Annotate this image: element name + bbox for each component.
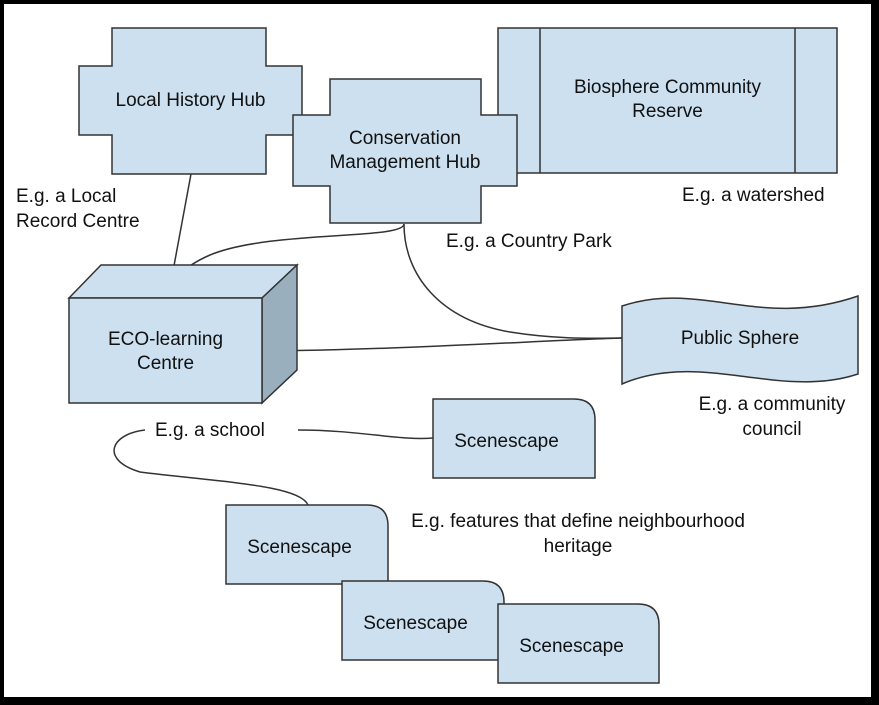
local-history-hub-text: Local History Hub — [115, 90, 266, 111]
scenescape-4-shape[interactable] — [497, 603, 660, 684]
scenescape-1-text: Scenescape — [454, 430, 559, 452]
conservation-hub-label: Conservation Management Hub — [293, 79, 517, 223]
connector-conservation-public — [403, 223, 623, 339]
scenescape-4-text: Scenescape — [519, 635, 624, 657]
public-sphere-shape[interactable] — [621, 294, 859, 386]
connectors — [113, 173, 623, 506]
biosphere-reserve-shape[interactable] — [497, 27, 838, 174]
heritage-annotation: E.g. features that define neighbourhood … — [388, 509, 768, 559]
eco-centre-label: ECO-learning Centre — [69, 300, 262, 403]
eco-centre-text-line1: ECO-learning — [107, 328, 224, 350]
connector-eco-public — [261, 337, 623, 352]
local-history-hub-label: Local History Hub — [79, 28, 302, 174]
scenescape-1-shape[interactable] — [432, 398, 596, 479]
scenescape-2-shape[interactable] — [225, 504, 389, 585]
biosphere-text-line1: Biosphere Community — [574, 77, 761, 98]
connector-school-scenescape-2 — [113, 429, 309, 506]
biosphere-reserve-label: Biosphere Community Reserve — [540, 40, 795, 160]
watershed-annotation: E.g. a watershed — [682, 185, 825, 206]
public-sphere-label: Public Sphere — [622, 310, 858, 368]
school-annotation: E.g. a school — [155, 420, 265, 441]
conservation-hub-shape[interactable] — [292, 78, 518, 224]
heritage-line2: heritage — [543, 536, 613, 557]
eco-centre-top-face — [67, 264, 299, 299]
scenescape-2-text: Scenescape — [247, 536, 352, 558]
conservation-text-line1: Conservation — [349, 128, 461, 149]
heritage-line1: E.g. features that define neighbourhood — [411, 511, 745, 532]
community-council-line1: E.g. a community — [698, 394, 846, 415]
scenescape-2-label: Scenescape — [226, 511, 373, 584]
scenescape-1-label: Scenescape — [433, 405, 580, 478]
scenescape-4-label: Scenescape — [498, 610, 645, 683]
local-record-annotation: E.g. a Local Record Centre — [16, 184, 140, 234]
community-council-line2: council — [742, 419, 802, 440]
biosphere-text-line2: Reserve — [632, 101, 703, 122]
country-park-annotation: E.g. a Country Park — [446, 231, 612, 252]
community-council-annotation: E.g. a community council — [686, 392, 858, 442]
public-sphere-text: Public Sphere — [680, 328, 800, 349]
scenescape-3-text: Scenescape — [363, 612, 468, 634]
connector-school-scenescape — [297, 429, 434, 440]
eco-centre-front-face[interactable] — [68, 297, 263, 404]
local-record-line1: E.g. a Local — [16, 186, 117, 207]
scenescape-3-label: Scenescape — [342, 587, 489, 660]
local-record-line2: Record Centre — [16, 211, 140, 232]
eco-centre-text-line2: Centre — [136, 352, 195, 374]
local-history-hub-shape[interactable] — [78, 27, 303, 175]
conservation-text-line2: Management Hub — [329, 152, 481, 173]
